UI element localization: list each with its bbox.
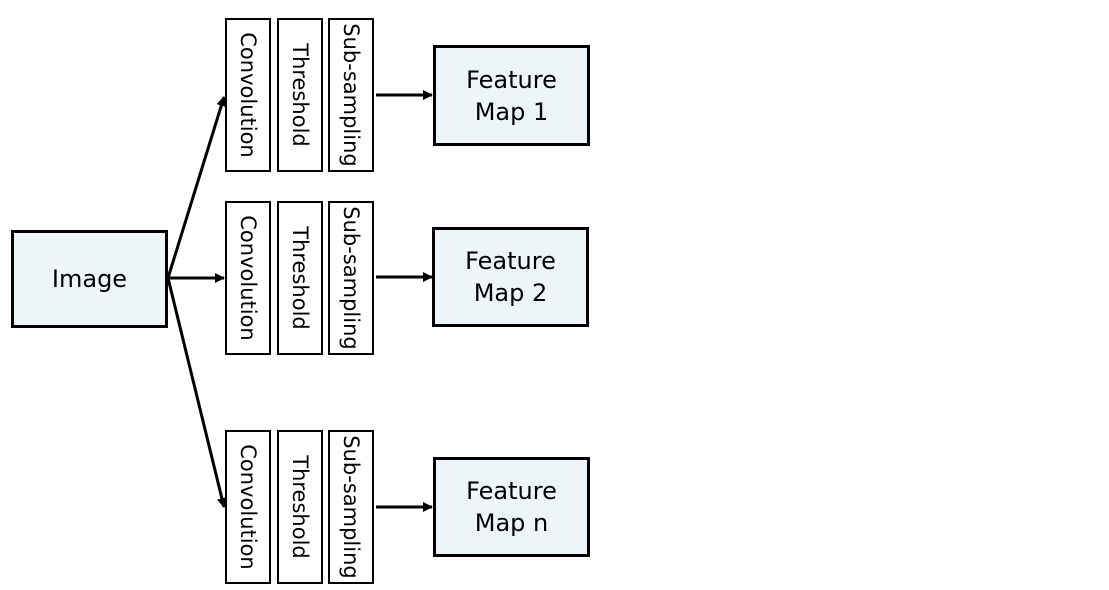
feature-map-label: Feature Map 1 [466, 65, 557, 126]
step-label: Convolution [236, 444, 260, 570]
step-label: Sub-sampling [339, 23, 363, 167]
step-label: Threshold [288, 455, 312, 559]
feature-map-label: Feature Map 2 [465, 247, 556, 307]
feature-map-n-node: Feature Map n [433, 457, 590, 557]
feature-map-2-node: Feature Map 2 [432, 227, 589, 327]
feature-map-label: Feature Map n [466, 477, 557, 537]
step-label: Sub-sampling [339, 435, 363, 579]
branch-3-convolution-step: Convolution [225, 430, 271, 584]
arrow-image-to-branch-1 [166, 96, 227, 279]
feature-map-1-node: Feature Map 1 [433, 45, 590, 146]
branch-2-convolution-step: Convolution [225, 201, 271, 355]
branch-2-subsampling-step: Sub-sampling [328, 201, 374, 355]
step-label: Threshold [288, 43, 312, 147]
step-label: Convolution [236, 32, 260, 158]
branch-3-subsampling-step: Sub-sampling [328, 430, 374, 584]
image-node: Image [11, 230, 168, 328]
branch-3-threshold-step: Threshold [277, 430, 323, 584]
image-node-label: Image [51, 265, 128, 293]
branch-1-threshold-step: Threshold [277, 18, 323, 172]
branch-1-subsampling-step: Sub-sampling [328, 18, 374, 172]
branch-1-convolution-step: Convolution [225, 18, 271, 172]
arrow-image-to-branch-3 [166, 277, 227, 508]
step-label: Sub-sampling [339, 206, 363, 350]
step-label: Convolution [236, 215, 260, 341]
step-label: Threshold [288, 226, 312, 330]
branch-2-threshold-step: Threshold [277, 201, 323, 355]
